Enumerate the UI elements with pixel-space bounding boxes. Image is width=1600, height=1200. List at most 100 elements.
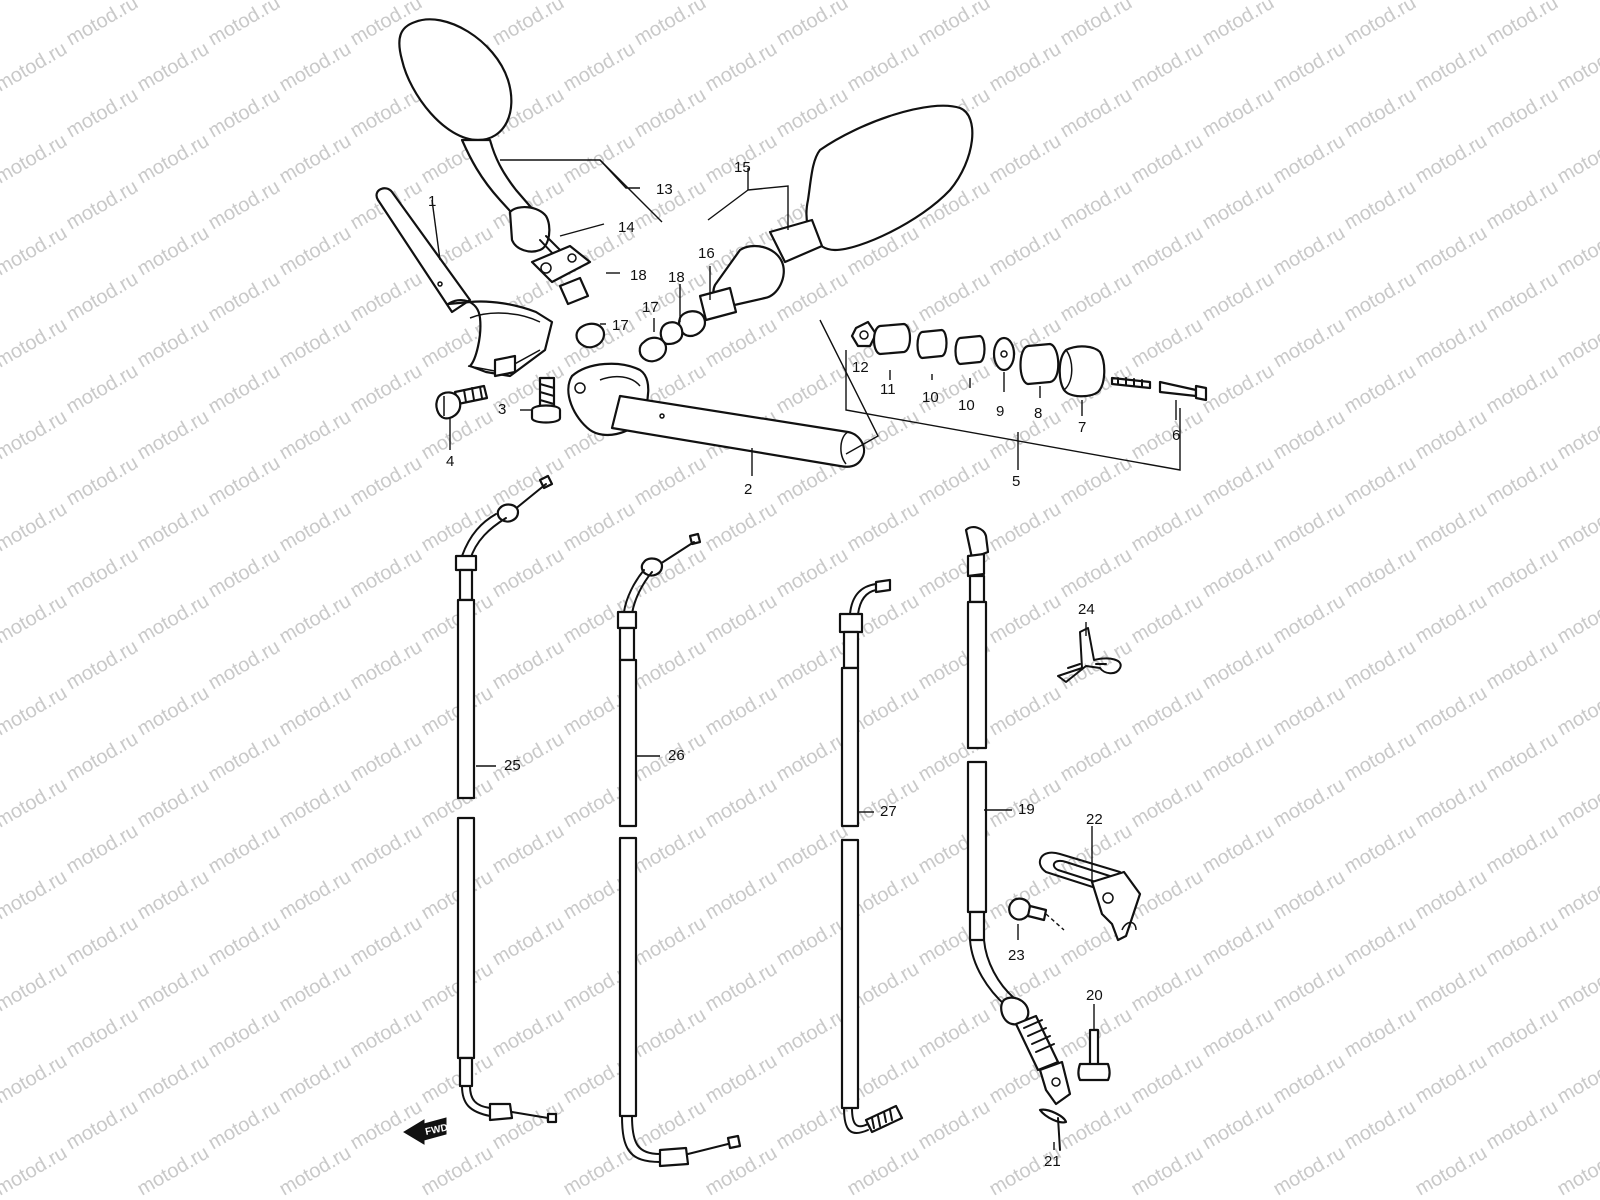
watermark-text: motod.ru — [773, 0, 852, 50]
watermark-text: motod.ru — [489, 820, 568, 879]
watermark-text: motod.ru — [1412, 0, 1491, 4]
watermark-text: motod.ru — [631, 0, 710, 50]
watermark-text: motod.ru — [1341, 0, 1420, 50]
callout-4: 4 — [446, 453, 454, 470]
watermark-text: motod.ru — [1341, 176, 1420, 235]
watermark-text: motod.ru — [0, 682, 71, 741]
choke-cable-27 — [838, 578, 904, 1135]
watermark-text: motod.ru — [134, 1050, 213, 1109]
watermark-text: motod.ru — [0, 1142, 71, 1200]
watermark-text: motod.ru — [1199, 0, 1278, 50]
watermark-text: motod.ru — [1128, 314, 1207, 373]
watermark-text: motod.ru — [276, 314, 355, 373]
watermark-text: motod.ru — [631, 820, 710, 879]
watermark-text: motod.ru — [205, 452, 284, 511]
watermark-text: motod.ru — [1412, 590, 1491, 649]
watermark-text: motod.ru — [1199, 636, 1278, 695]
watermark-text: motod.ru — [1341, 84, 1420, 143]
watermark-text: motod.ru — [986, 682, 1065, 741]
watermark-text: motod.ru — [1057, 636, 1136, 695]
watermark-text: motod.ru — [1270, 222, 1349, 281]
watermark-text: motod.ru — [702, 590, 781, 649]
watermark-text: motod.ru — [134, 1142, 213, 1200]
watermark-text: motod.ru — [63, 544, 142, 603]
watermark-text: motod.ru — [1483, 84, 1562, 143]
callout-27: 27 — [880, 803, 897, 820]
watermark-text: motod.ru — [1412, 866, 1491, 925]
watermark-text: motod.ru — [1341, 360, 1420, 419]
watermark-text: motod.ru — [0, 222, 71, 281]
watermark-text: motod.ru — [915, 0, 994, 50]
watermark-text: motod.ru — [276, 958, 355, 1017]
watermark-text: motod.ru — [1412, 130, 1491, 189]
watermark-text: motod.ru — [1057, 84, 1136, 143]
watermark-text: motod.ru — [844, 498, 923, 557]
watermark-text: motod.ru — [631, 452, 710, 511]
watermark-text: motod.ru — [347, 636, 426, 695]
cap-17-right — [638, 336, 668, 363]
watermark-text: motod.ru — [0, 590, 71, 649]
watermark-text: motod.ru — [0, 0, 71, 4]
watermark-text: motod.ru — [560, 130, 639, 189]
watermark-text: motod.ru — [631, 84, 710, 143]
watermark-text: motod.ru — [347, 360, 426, 419]
callout-22: 22 — [1086, 811, 1103, 828]
watermark-text: motod.ru — [1199, 820, 1278, 879]
watermark-text: motod.ru — [1057, 0, 1136, 50]
watermark-text: motod.ru — [1412, 774, 1491, 833]
watermark-text: motod.ru — [205, 360, 284, 419]
watermark-text: motod.ru — [986, 0, 1065, 4]
watermark-text: motod.ru — [1412, 958, 1491, 1017]
watermark-text: motod.ru — [1341, 820, 1420, 879]
watermark-text: motod.ru — [1128, 590, 1207, 649]
watermark-text: motod.ru — [276, 498, 355, 557]
watermark-text: motod.ru — [347, 544, 426, 603]
watermark-text: motod.ru — [1483, 0, 1562, 50]
cotter-pin-21 — [1038, 1108, 1068, 1151]
watermark-text: motod.ru — [1270, 1142, 1349, 1200]
watermark-text: motod.ru — [702, 314, 781, 373]
watermark-text: motod.ru — [702, 38, 781, 97]
watermark-text: motod.ru — [0, 774, 71, 833]
watermark-text: motod.ru — [276, 130, 355, 189]
watermark-text: motod.ru — [1128, 498, 1207, 557]
watermark-text: motod.ru — [276, 1050, 355, 1109]
callout-12: 12 — [852, 359, 869, 376]
watermark-text: motod.ru — [134, 222, 213, 281]
watermark-text: motod.ru — [1554, 498, 1600, 557]
watermark-text: motod.ru — [1199, 452, 1278, 511]
watermark-text: motod.ru — [134, 314, 213, 373]
throttle-cable-26 — [616, 532, 742, 1168]
watermark-text: motod.ru — [1554, 222, 1600, 281]
watermark-text: motod.ru — [844, 1142, 923, 1200]
callout-9: 9 — [996, 403, 1004, 420]
watermark-text: motod.ru — [0, 130, 71, 189]
watermark-text: motod.ru — [276, 774, 355, 833]
watermark-text: motod.ru — [915, 1096, 994, 1155]
watermark-text: motod.ru — [1270, 866, 1349, 925]
watermark-text: motod.ru — [63, 176, 142, 235]
watermark-text: motod.ru — [1128, 0, 1207, 4]
watermark-text: motod.ru — [1554, 0, 1600, 4]
watermark-text: motod.ru — [702, 958, 781, 1017]
watermark-text: motod.ru — [1128, 222, 1207, 281]
left-mirror — [398, 18, 592, 306]
cable-clip-24 — [1057, 627, 1122, 683]
callout-2: 2 — [744, 481, 752, 498]
callout-17b: 17 — [612, 317, 629, 334]
callout-14: 14 — [618, 219, 635, 236]
watermark-text: motod.ru — [489, 912, 568, 971]
watermark-text: motod.ru — [1128, 1142, 1207, 1200]
watermark-text: motod.ru — [276, 38, 355, 97]
watermark-text: motod.ru — [1412, 406, 1491, 465]
watermark-text: motod.ru — [1341, 452, 1420, 511]
watermark-text: motod.ru — [1128, 38, 1207, 97]
watermark-text: motod.ru — [1554, 38, 1600, 97]
watermark-text: motod.ru — [560, 38, 639, 97]
watermark-text: motod.ru — [1483, 544, 1562, 603]
watermark-text: motod.ru — [205, 268, 284, 327]
watermark-text: motod.ru — [134, 406, 213, 465]
watermark-text: motod.ru — [0, 314, 71, 373]
watermark-text: motod.ru — [773, 360, 852, 419]
clutch-cable-19 — [964, 526, 1072, 1106]
